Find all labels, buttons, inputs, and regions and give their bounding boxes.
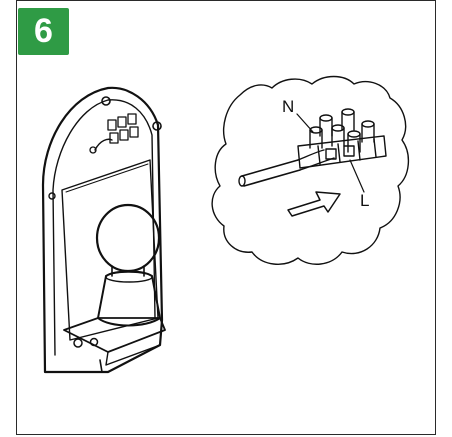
fixture-housing-outline <box>41 86 164 374</box>
fixture-reflector-plate <box>61 159 159 341</box>
bottom-clip <box>99 359 109 373</box>
mounting-screw-left <box>48 192 56 200</box>
live-label: L <box>360 191 369 210</box>
bottom-screw-left <box>73 338 83 348</box>
neutral-leader-line <box>296 113 314 133</box>
cable-sheath <box>241 159 301 187</box>
socket-bracket <box>63 317 166 353</box>
live-leader-line <box>349 159 365 193</box>
step-number-badge: 6 <box>18 8 69 55</box>
terminal-connectors <box>297 108 387 169</box>
mounting-screw-right <box>152 121 162 131</box>
light-bulb <box>95 203 161 273</box>
lamp-fixture-illustration <box>41 86 166 374</box>
mounting-screw-top <box>101 96 111 106</box>
fixture-inner-rim <box>52 99 156 356</box>
terminal-block-detail <box>211 75 409 265</box>
bottom-screw-right <box>89 337 99 347</box>
neutral-label: N <box>282 97 294 116</box>
instruction-panel-frame <box>16 0 436 435</box>
fixture-terminal-block <box>89 113 139 154</box>
insert-direction-arrow <box>287 191 341 217</box>
detail-bubble-outline <box>211 75 409 265</box>
